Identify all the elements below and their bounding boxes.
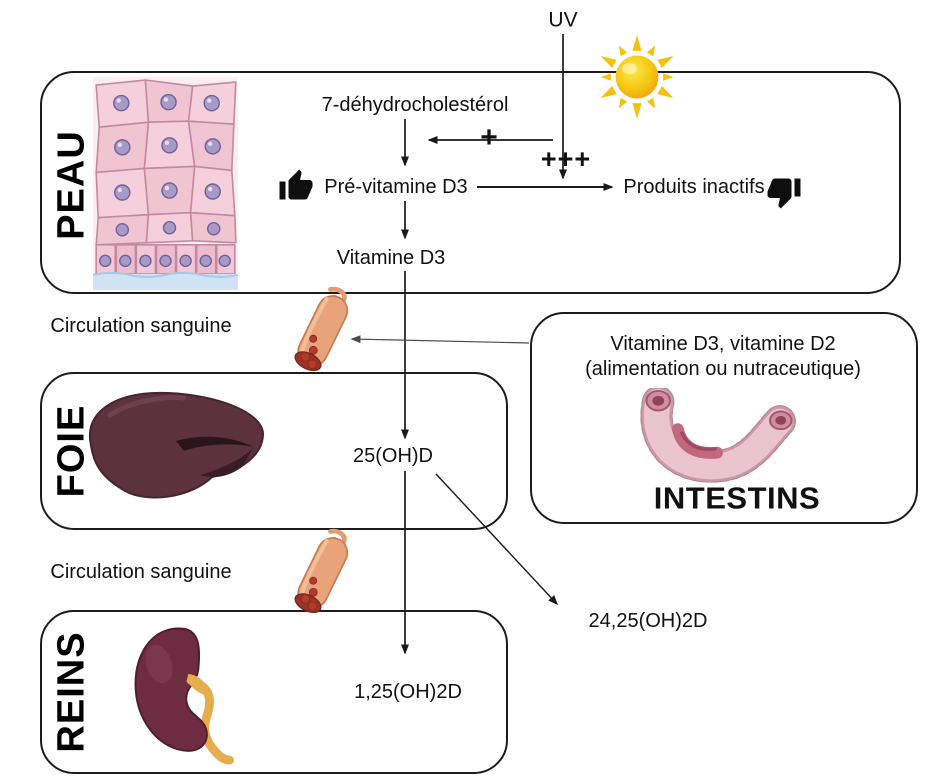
intestins-source-line2: (alimentation ou nutraceutique) xyxy=(585,358,861,380)
reins-box-label: REINS xyxy=(50,631,93,753)
foie-box xyxy=(40,372,508,530)
triple-plus-label: +++ xyxy=(540,143,592,174)
intestins-source-line1: Vitamine D3, vitamine D2 xyxy=(610,333,836,355)
sun-icon xyxy=(600,35,674,119)
liver-illustration xyxy=(88,391,265,499)
circulation-sanguine-label-1: Circulation sanguine xyxy=(50,315,232,337)
foie-box-label: FOIE xyxy=(50,404,93,498)
plus-label: + xyxy=(480,121,498,154)
inactive-products-label: Produits inactifs xyxy=(623,176,765,198)
intestins-box xyxy=(530,312,918,524)
vitamin-d3-label: Vitamine D3 xyxy=(336,247,446,269)
previtamin-d3-label: Pré-vitamine D3 xyxy=(324,176,468,198)
kidney-illustration xyxy=(134,627,234,765)
circulation-sanguine-label-2: Circulation sanguine xyxy=(50,561,232,583)
blood-vessel-icon xyxy=(294,528,349,614)
thumbs-up-icon xyxy=(279,169,313,200)
skin-tissue-illustration xyxy=(93,77,238,290)
blood-vessel-icon xyxy=(294,286,349,372)
peau-box-label: PEAU xyxy=(50,130,93,240)
2425ohd-label: 24,25(OH)2D xyxy=(588,610,708,632)
arrow-intestins-to-vessel xyxy=(350,335,530,344)
thumbs-down-icon xyxy=(767,178,801,209)
intestine-illustration xyxy=(640,388,796,483)
intestins-label: INTESTINS xyxy=(653,480,821,516)
25ohd-label: 25(OH)D xyxy=(352,445,434,467)
dehydrocholesterol-label: 7-déhydrocholestérol xyxy=(321,94,509,116)
reins-box xyxy=(40,610,508,774)
uv-label: UV xyxy=(548,8,578,32)
peau-box xyxy=(40,71,901,294)
125ohd-label: 1,25(OH)2D xyxy=(354,681,462,703)
